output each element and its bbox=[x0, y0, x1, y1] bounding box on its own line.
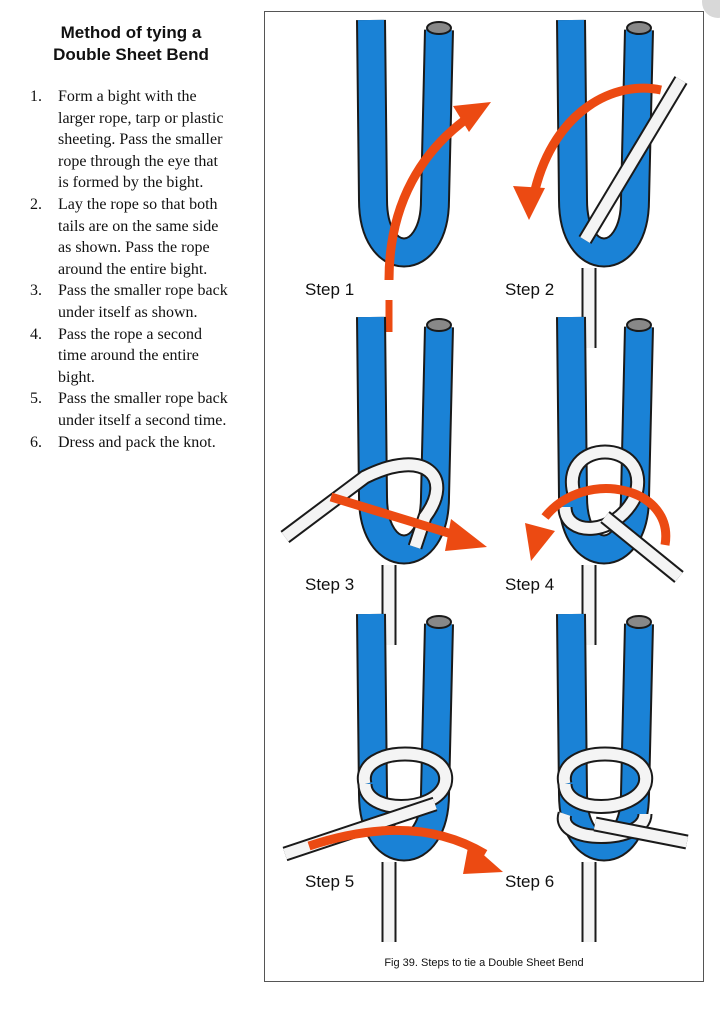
instruction-list: 1. Form a bight with the larger rope, tarp… bbox=[30, 86, 262, 453]
page-title: Method of tying a Double Sheet Bend bbox=[0, 22, 262, 66]
figure-caption: Fig 39. Steps to tie a Double Sheet Bend bbox=[384, 957, 584, 969]
step-text-line: is formed by the bight. bbox=[58, 174, 204, 192]
step-1-illustration bbox=[371, 20, 491, 332]
knot-illustration bbox=[280, 12, 689, 983]
instruction-step: 4. Pass the rope a second time around the … bbox=[30, 324, 262, 389]
step-number: 5. bbox=[30, 390, 42, 408]
step-3-label: Step 3 bbox=[305, 575, 355, 594]
step-text-line: under itself as shown. bbox=[58, 303, 198, 321]
step-2-label: Step 2 bbox=[505, 280, 555, 299]
step-1-label: Step 1 bbox=[305, 280, 355, 299]
step-text-line: as shown. Pass the rope bbox=[58, 239, 210, 257]
instruction-step: 2. Lay the rope so that both tails are on … bbox=[30, 194, 262, 280]
instruction-step: 6. Dress and pack the knot. bbox=[30, 432, 262, 454]
step-number: 1. bbox=[30, 88, 42, 105]
step-text-line: time around the entire bbox=[58, 347, 199, 365]
instruction-step: 1. Form a bight with the larger rope, tarp… bbox=[30, 86, 262, 194]
step-number: 4. bbox=[30, 325, 42, 343]
step-6-label: Step 6 bbox=[505, 872, 555, 891]
step-text-line: rope through the eye that bbox=[58, 152, 218, 170]
title-line-2: Double Sheet Bend bbox=[53, 45, 209, 64]
knot-figure: Step 1 Step 2 Step 3 Step 4 Step 5 Step … bbox=[264, 11, 704, 982]
step-text-line: Dress and pack the knot. bbox=[58, 433, 216, 451]
title-line-1: Method of tying a bbox=[60, 23, 202, 42]
step-text-line: bight. bbox=[58, 368, 95, 386]
step-text-line: Pass the smaller rope back bbox=[58, 390, 228, 408]
step-text-line: under itself a second time. bbox=[58, 411, 227, 429]
step-number: 3. bbox=[30, 282, 42, 300]
instruction-step: 3. Pass the smaller rope back under itself… bbox=[30, 280, 262, 323]
step-number: 6. bbox=[30, 433, 42, 451]
step-4-illustration bbox=[525, 317, 684, 645]
step-5-label: Step 5 bbox=[305, 872, 355, 891]
step-5-illustration bbox=[282, 614, 503, 942]
step-text-line: Form a bight with the bbox=[58, 88, 197, 105]
step-text-line: tails are on the same side bbox=[58, 217, 219, 235]
step-text-line: larger rope, tarp or plastic bbox=[58, 109, 224, 127]
step-2-illustration bbox=[513, 20, 688, 348]
step-text-line: Pass the smaller rope back bbox=[58, 282, 228, 300]
step-text-line: around the entire bight. bbox=[58, 260, 208, 278]
step-6-illustration bbox=[564, 614, 689, 942]
step-4-label: Step 4 bbox=[505, 575, 555, 594]
step-text-line: Lay the rope so that both bbox=[58, 195, 218, 213]
step-text-line: Pass the rope a second bbox=[58, 325, 202, 343]
instruction-step: 5. Pass the smaller rope back under itself… bbox=[30, 388, 262, 431]
step-3-illustration bbox=[280, 317, 487, 645]
corner-decoration bbox=[702, 0, 720, 18]
step-number: 2. bbox=[30, 195, 42, 213]
step-text-line: sheeting. Pass the smaller bbox=[58, 131, 223, 149]
